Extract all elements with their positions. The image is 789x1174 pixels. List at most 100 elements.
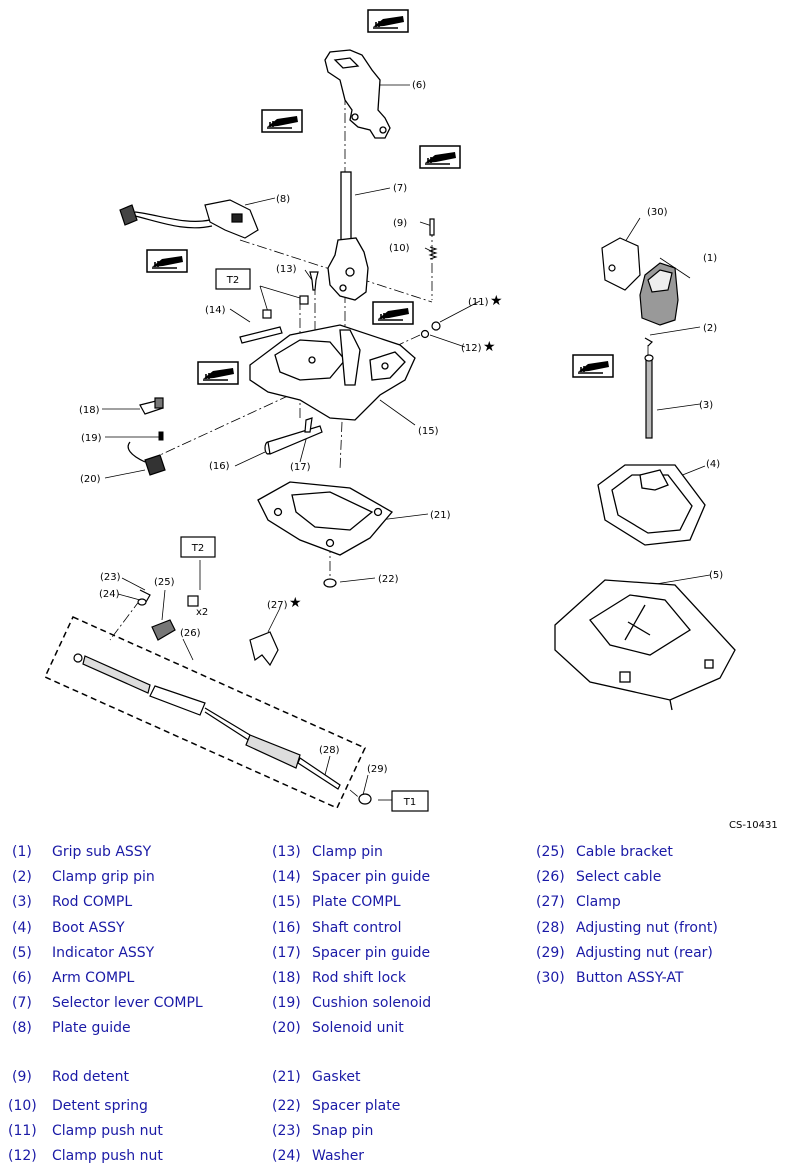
legend-item-number: (15) (272, 894, 301, 910)
callout-11: (11) (468, 297, 489, 308)
legend-item-name: Washer (312, 1148, 365, 1164)
bracket-bolt-part (187, 595, 199, 607)
legend-item: (21)Gasket (272, 1069, 360, 1085)
solenoid-unit-part (127, 441, 166, 476)
legend-item-number: (8) (12, 1020, 32, 1036)
grease-icon (572, 354, 614, 378)
legend-item-name: Clamp push nut (52, 1123, 163, 1139)
legend-item: (15)Plate COMPL (272, 894, 401, 910)
shaft-control-part (264, 425, 323, 455)
callout-4: (4) (706, 459, 720, 470)
arm-compl-part (324, 49, 391, 139)
callout-14: (14) (205, 305, 226, 316)
legend-item-number: (7) (12, 995, 32, 1011)
clamp-push-nut-12 (420, 329, 430, 339)
callout-9: (9) (393, 218, 407, 229)
legend-item-number: (1) (12, 844, 32, 860)
legend-item-name: Boot ASSY (52, 920, 125, 936)
gasket-part (257, 481, 394, 556)
svg-text:T1: T1 (403, 797, 416, 808)
callout-3: (3) (699, 400, 713, 411)
legend-item-number: (9) (12, 1069, 32, 1085)
cable-bracket-part (151, 619, 176, 641)
callout-5: (5) (709, 570, 723, 581)
callout-29: (29) (367, 764, 388, 775)
clamp-pin-part (309, 271, 319, 291)
callout-19: (19) (81, 433, 102, 444)
legend-item-name: Clamp (576, 894, 621, 910)
diagram-code: CS-10431 (729, 820, 778, 831)
legend-item-number: (30) (536, 970, 565, 986)
legend-item-name: Shaft control (312, 920, 402, 936)
callout-15: (15) (418, 426, 439, 437)
legend-item: (27) Clamp (536, 894, 621, 910)
legend-item: (4) Boot ASSY (12, 920, 125, 936)
legend-item-name: Spacer pin guide (312, 945, 431, 961)
legend-item-number: (29) (536, 945, 565, 961)
callout-24: (24) (99, 589, 120, 600)
legend-item-number: (14) (272, 869, 301, 885)
legend-item-name: Spacer plate (312, 1098, 401, 1114)
legend-item-name: Gasket (312, 1069, 361, 1085)
spacer-plate-part (323, 578, 337, 588)
detent-spring-part (428, 246, 438, 260)
legend-item: (26)Select cable (536, 869, 661, 885)
legend-item-number: (20) (272, 1020, 301, 1036)
legend-item-number: (28) (536, 920, 565, 936)
legend-item: (9) Rod detent (12, 1069, 129, 1085)
legend-item: (16)Shaft control (272, 920, 402, 936)
callout-23: (23) (100, 572, 121, 583)
legend-item-number: (4) (12, 920, 32, 936)
legend-item-number: (3) (12, 894, 32, 910)
callout-8: (8) (276, 194, 290, 205)
callout-2: (2) (703, 323, 717, 334)
legend-item: (19)Cushion solenoid (272, 995, 431, 1011)
callout-17: (17) (290, 462, 311, 473)
legend-item: (10)Detent spring (8, 1098, 148, 1114)
callout-18: (18) (79, 405, 100, 416)
legend-item-name: Clamp push nut (52, 1148, 163, 1164)
legend-item-number: (23) (272, 1123, 301, 1139)
grip-sub-assy-part (639, 262, 679, 326)
legend-item: (5) Indicator ASSY (12, 945, 154, 961)
torque-box-t2-top: T2 (215, 268, 251, 290)
legend-item-name: Snap pin (312, 1123, 374, 1139)
legend-item-name: Indicator ASSY (52, 945, 155, 961)
legend-item-name: Rod COMPL (52, 894, 133, 910)
star-mark: ★ (490, 293, 503, 309)
legend-item-name: Button ASSY-AT (576, 970, 684, 986)
legend-item-number: (10) (8, 1098, 37, 1114)
rod-compl-part (644, 354, 654, 439)
legend-item-number: (26) (536, 869, 565, 885)
legend-item-number: (11) (8, 1123, 37, 1139)
legend-item: (17)Spacer pin guide (272, 945, 430, 961)
selector-lever-part (327, 171, 369, 301)
legend-item: (6) Arm COMPL (12, 970, 134, 986)
legend-item: (18)Rod shift lock (272, 970, 406, 986)
clamp-push-nut-11 (431, 321, 441, 331)
callout-20: (20) (80, 474, 101, 485)
legend-item-name: Rod detent (52, 1069, 129, 1085)
legend-item-number: (27) (536, 894, 565, 910)
callout-7: (7) (393, 183, 407, 194)
legend-item-number: (12) (8, 1148, 37, 1164)
star-mark: ★ (289, 595, 302, 611)
legend-item-number: (25) (536, 844, 565, 860)
clamp-part (249, 631, 279, 667)
torque-box-t1: T1 (391, 790, 429, 812)
callout-6: (6) (412, 80, 426, 91)
legend-item: (29)Adjusting nut (rear) (536, 945, 713, 961)
washer-part (137, 598, 147, 606)
legend-item-number: (6) (12, 970, 32, 986)
legend-item-name: Plate guide (52, 1020, 131, 1036)
legend-item-number: (19) (272, 995, 301, 1011)
legend-item-number: (5) (12, 945, 32, 961)
legend-item-name: Grip sub ASSY (52, 844, 152, 860)
legend-item-number: (24) (272, 1148, 301, 1164)
snap-pin-part (139, 589, 151, 603)
legend-item: (13)Clamp pin (272, 844, 383, 860)
callout-10: (10) (389, 243, 410, 254)
legend-item-name: Solenoid unit (312, 1020, 404, 1036)
callout-27: (27) (267, 600, 288, 611)
legend-item-name: Arm COMPL (52, 970, 135, 986)
